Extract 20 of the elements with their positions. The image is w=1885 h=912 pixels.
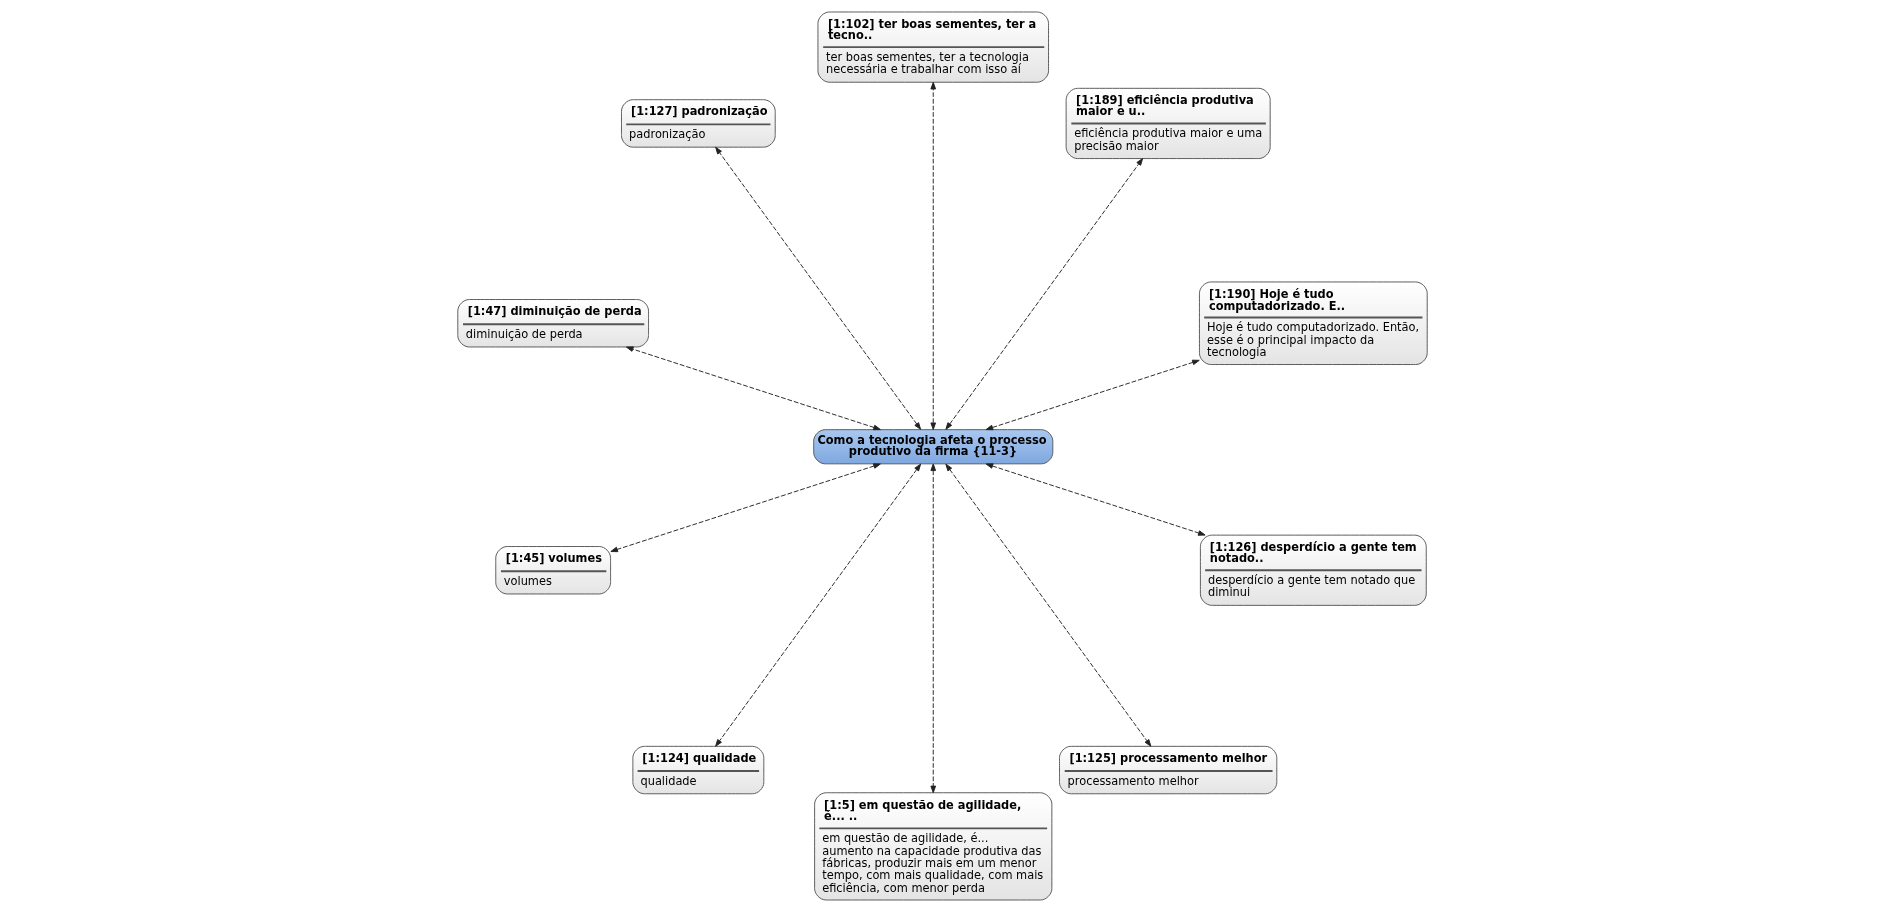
node-box: [1:45] volumes volumes xyxy=(495,546,612,595)
node-box: [1:125] processamento melhor processamento melhor xyxy=(1059,745,1278,795)
node-box: [1:127] padronização padronização xyxy=(621,99,776,148)
arrow xyxy=(945,158,1144,430)
arrow xyxy=(715,146,922,430)
arrow xyxy=(985,463,1206,536)
arrow xyxy=(930,463,937,794)
node-box: [1:124] qualidade qualidade xyxy=(632,745,765,795)
arrow xyxy=(610,463,881,553)
node-box: [1:5] em questão de agilidade, é... .. em questão de agilidade, é... aumento na capacidade produtiva das fábricas, produzir mais em um menor tempo, com mais qualidade, com mais eficiência, com menor perda xyxy=(814,792,1053,901)
arrow xyxy=(930,81,937,431)
node-box: [1:126] desperdício a gente tem notado.. desperdício a gente tem notado que diminui xyxy=(1199,534,1427,606)
node-box: [1:102] ter boas sementes, ter a tecno.. ter boas sementes, ter a tecnologia necessária e trabalhar com isso aí xyxy=(817,11,1050,83)
node-box: Como a tecnologia afeta o processo produtivo da firma {11-3} xyxy=(813,429,1054,465)
arrow xyxy=(985,359,1200,431)
node-box: [1:190] Hoje é tudo computadorizado. E.. Hoje é tudo computadorizado. Então, esse é o principal impacto da tecnologia xyxy=(1198,281,1428,365)
arrow xyxy=(945,463,1152,747)
node-box: [1:189] eficiência produtiva maior e u.. eficiência produtiva maior e uma precisão maior xyxy=(1065,87,1271,160)
arrow xyxy=(715,463,922,747)
arrow xyxy=(625,346,881,431)
